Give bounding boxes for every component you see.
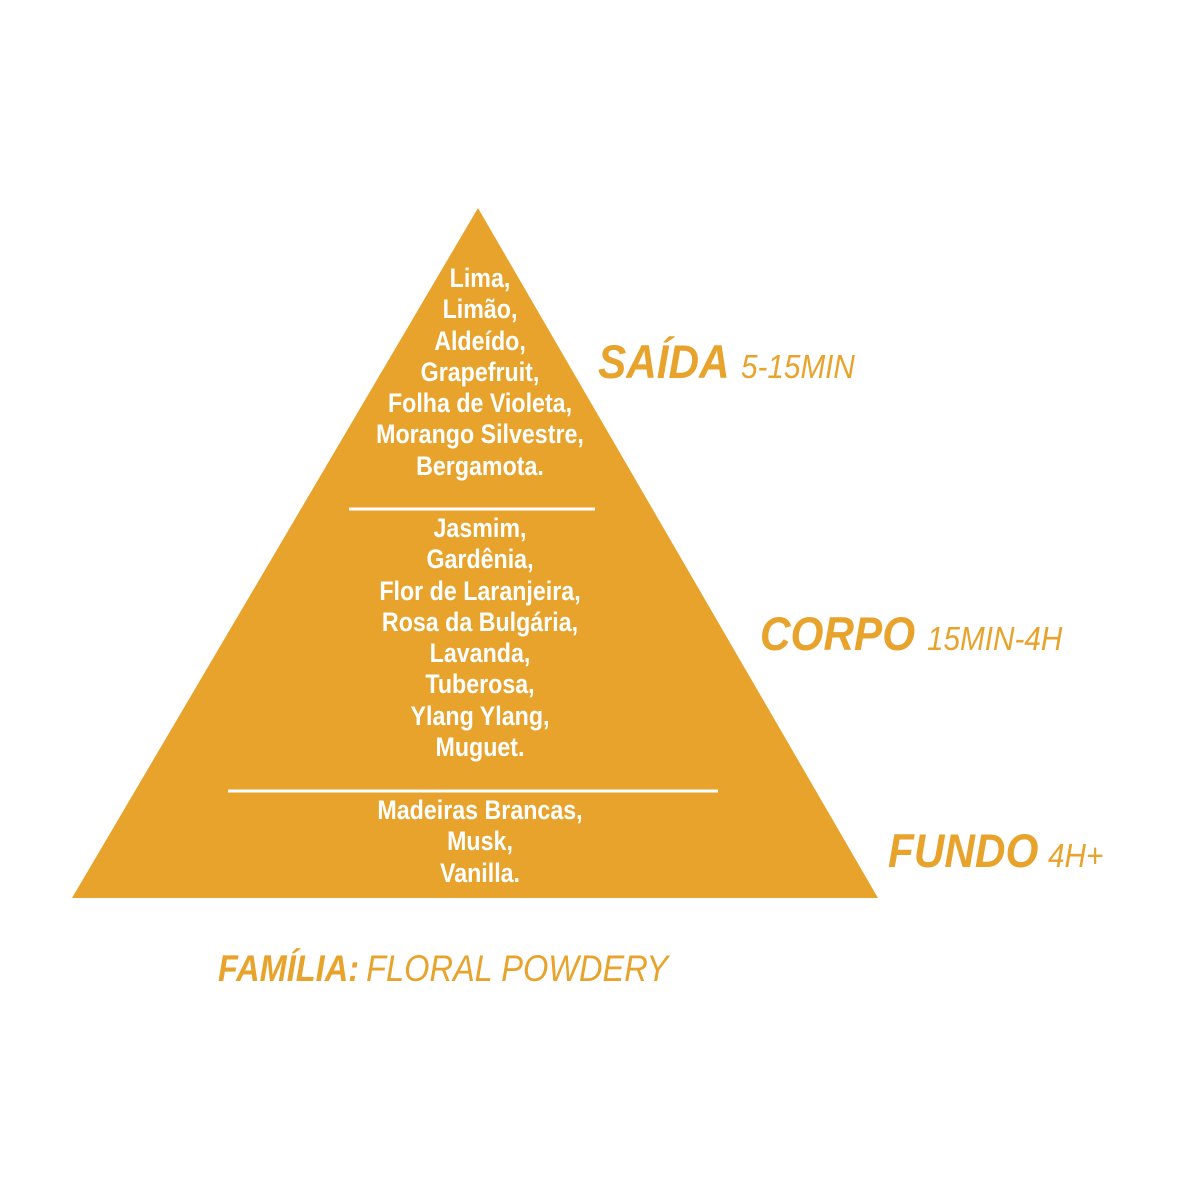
note-item: Jasmim,	[433, 513, 527, 543]
stage-label-saida: SAÍDA 5-15MIN	[598, 334, 867, 389]
note-item: Flor de Laranjeira,	[379, 575, 581, 606]
stage-time: 15MIN-4H	[926, 620, 1063, 657]
note-item: Lavanda,	[429, 638, 531, 669]
note-item: Morango Silvestre,	[376, 419, 584, 450]
family-label: FAMÍLIA:	[218, 948, 360, 989]
note-item: Limão,	[442, 294, 518, 325]
stage-name: FUNDO	[888, 824, 1039, 877]
stage-name: CORPO	[760, 607, 916, 660]
note-item: Madeiras Brancas,	[377, 795, 583, 825]
note-item: Musk,	[447, 826, 513, 857]
top-notes-list: Lima, Limão, Aldeído, Grapefruit, Folha …	[351, 263, 609, 482]
note-item: Lima,	[449, 263, 511, 293]
pyramid-shape	[72, 208, 878, 898]
note-item: Gardênia,	[426, 544, 534, 575]
note-item: Tuberosa,	[425, 669, 535, 700]
note-item: Muguet.	[435, 732, 525, 763]
stage-time: 5-15MIN	[740, 348, 855, 385]
stage-time: 4H+	[1047, 837, 1103, 874]
note-item: Bergamota.	[416, 450, 544, 481]
middle-notes-list: Jasmim, Gardênia, Flor de Laranjeira, Ro…	[351, 513, 609, 763]
fragrance-family: FAMÍLIA:FLORAL POWDERY	[218, 948, 668, 990]
note-item: Ylang Ylang,	[410, 700, 550, 731]
stage-name: SAÍDA	[598, 335, 730, 388]
note-item: Grapefruit,	[420, 356, 540, 387]
note-item: Aldeído,	[434, 325, 526, 356]
note-item: Folha de Violeta,	[387, 388, 573, 419]
stage-label-corpo: CORPO 15MIN-4H	[760, 606, 1077, 661]
stage-label-fundo: FUNDO 4H+	[888, 823, 1109, 878]
note-item: Rosa da Bulgária,	[381, 606, 579, 637]
note-item: Vanilla.	[439, 857, 521, 888]
base-notes-list: Madeiras Brancas, Musk, Vanilla.	[351, 795, 609, 889]
family-value: FLORAL POWDERY	[366, 948, 669, 989]
